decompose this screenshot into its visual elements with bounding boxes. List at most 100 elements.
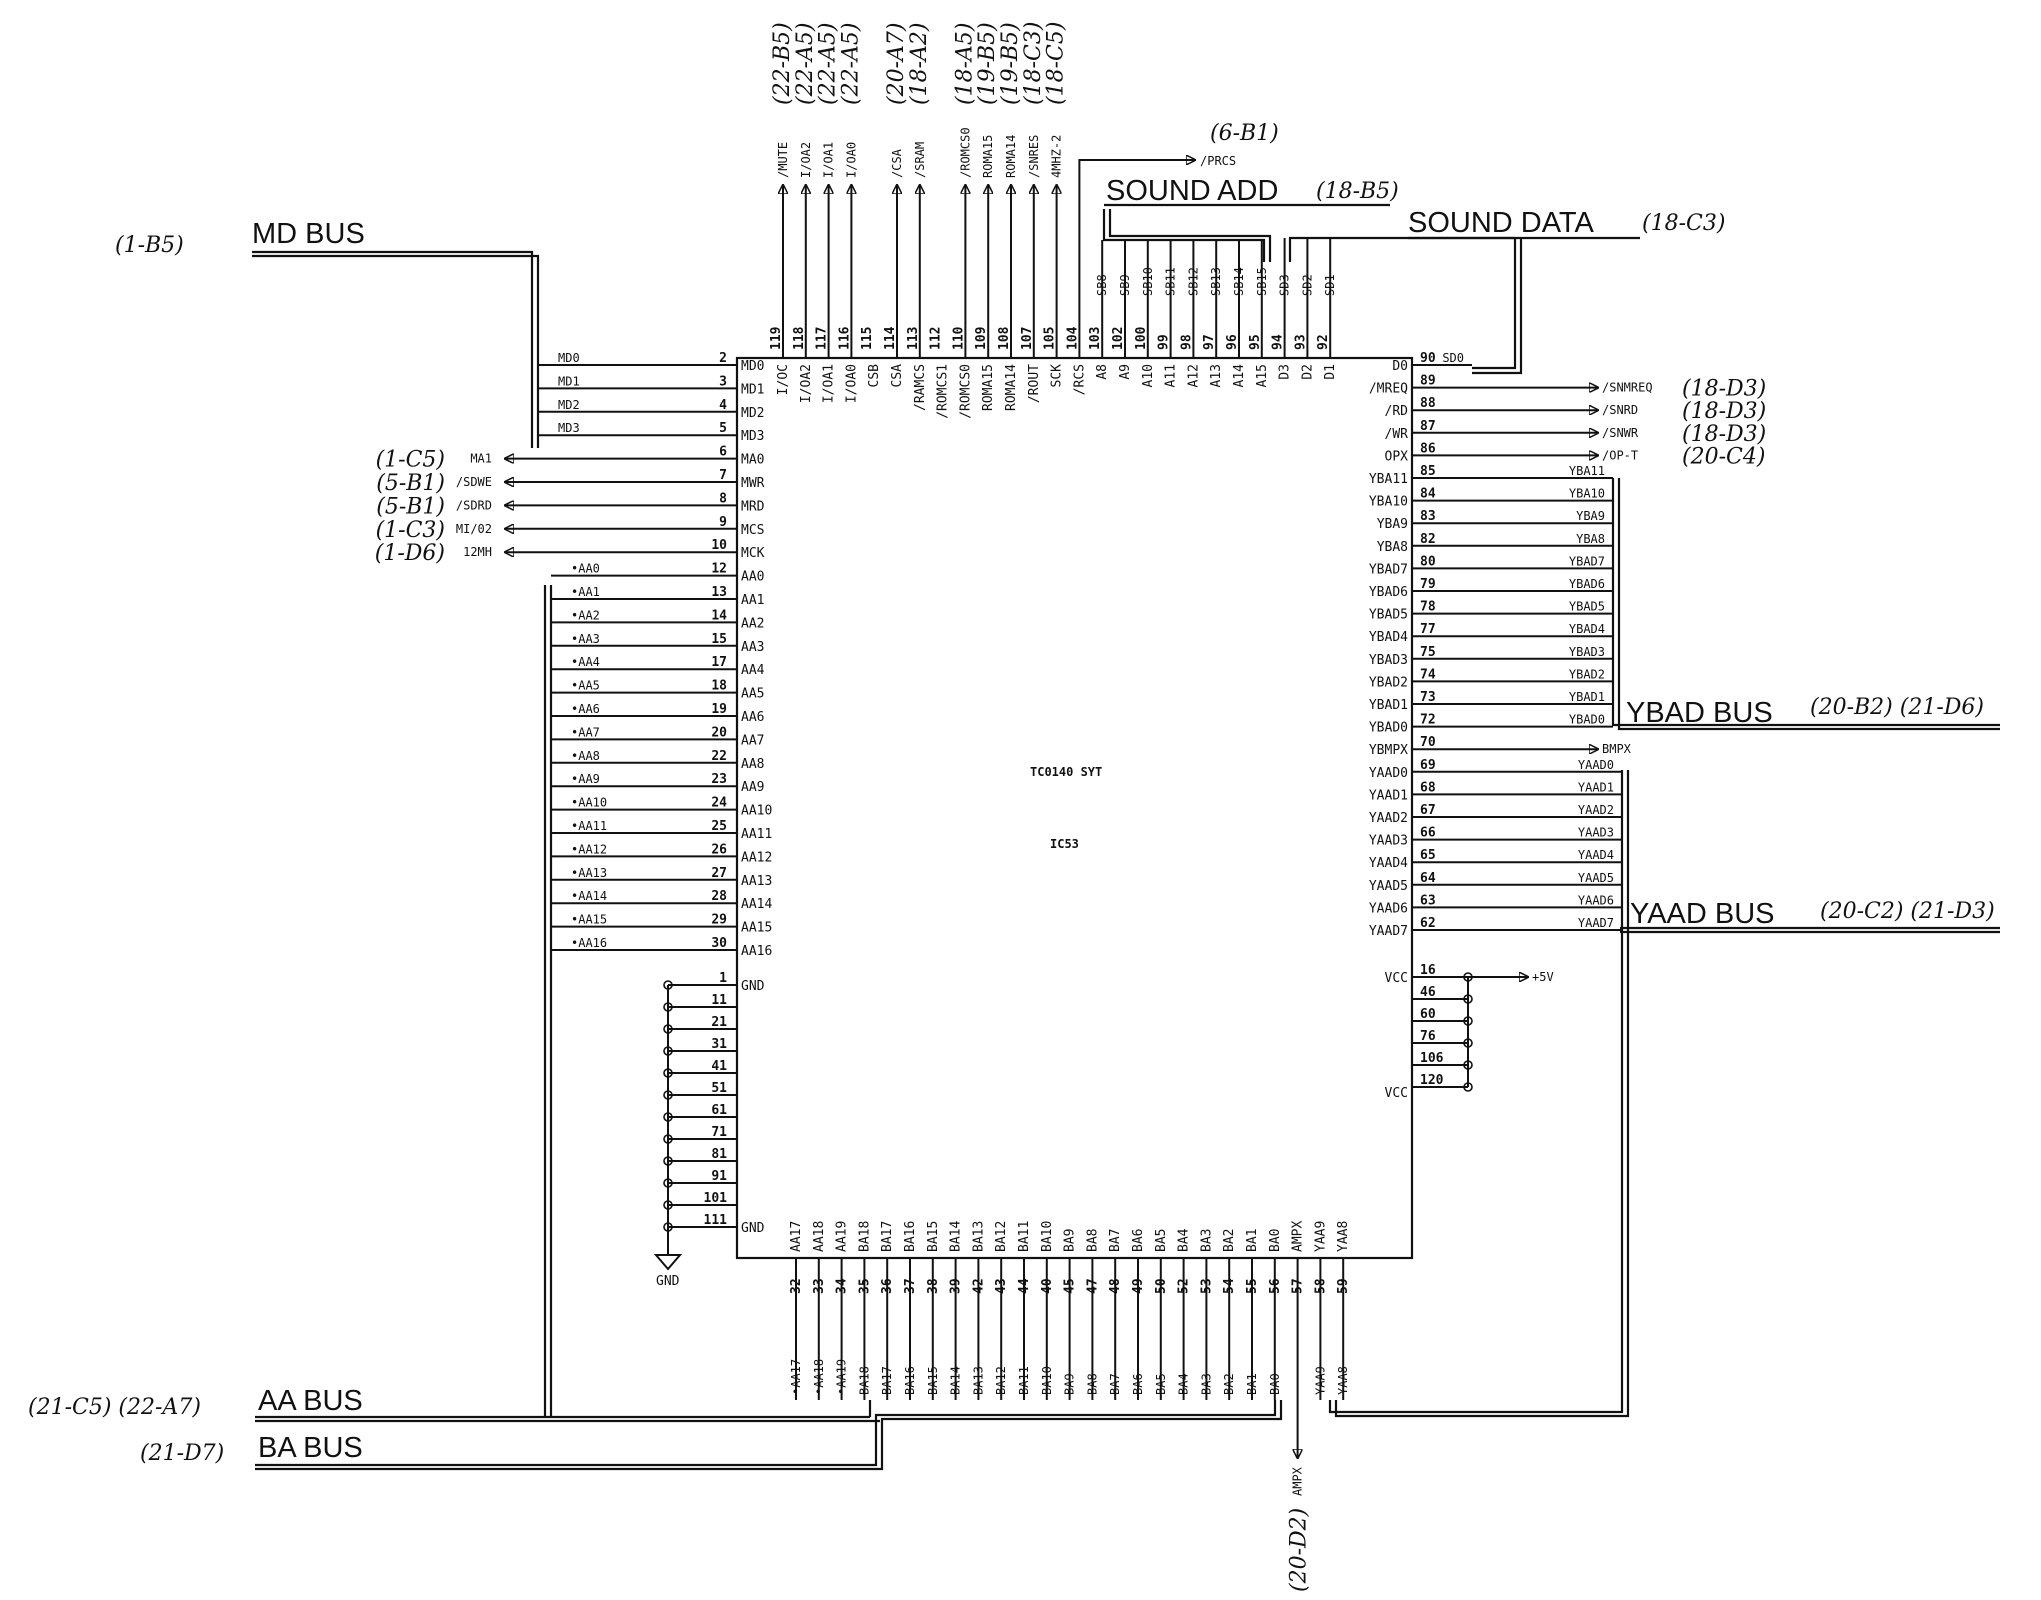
yaad-bus-ref: (20-C2) (21-D3) xyxy=(1820,899,1995,924)
gnd-pin-101: 101 xyxy=(663,1191,737,1210)
junction-dot xyxy=(663,1068,673,1078)
pin-name: AA15 xyxy=(741,921,772,936)
pin-name: YAA9 xyxy=(1313,1221,1328,1252)
pin-number: 64 xyxy=(1420,871,1436,886)
ybad-bus-label: YBAD BUS xyxy=(1626,697,1773,729)
sheet-ref: (19-B5) xyxy=(975,22,1000,105)
pin-name: A9 xyxy=(1118,364,1133,380)
signal-label: YBA11 xyxy=(1569,464,1605,478)
signal-label: I/OA1 xyxy=(822,142,836,178)
gnd-pin-111: 111 xyxy=(663,1213,737,1232)
signal-label: •AA6 xyxy=(571,702,600,716)
pin-number: 103 xyxy=(1088,327,1103,350)
signal-label: BA2 xyxy=(1222,1373,1236,1395)
ba-bus-ref: (21-D7) xyxy=(140,1441,224,1466)
signal-label: /SNRES xyxy=(1027,135,1041,178)
junction-dot xyxy=(663,1046,673,1056)
signal-label: •AA3 xyxy=(571,632,600,646)
pin-name: D3 xyxy=(1278,364,1293,380)
signal-label: •AA1 xyxy=(571,585,600,599)
pin-name: AA4 xyxy=(741,663,765,678)
pin-number: 9 xyxy=(719,515,727,530)
pin-number: 20 xyxy=(711,725,727,740)
pin-name: YBAD0 xyxy=(1369,721,1408,736)
signal-label: SB15 xyxy=(1255,267,1269,296)
gnd-pin-81: 81 xyxy=(663,1147,737,1166)
pin-name: AA2 xyxy=(741,616,764,631)
pin-number: 63 xyxy=(1420,893,1436,908)
signal-label: MD3 xyxy=(558,421,580,435)
junction-dot xyxy=(663,1090,673,1100)
ybad-bus-ref: (20-B2) (21-D6) xyxy=(1810,695,1984,720)
pin-name: D0 xyxy=(1392,359,1408,374)
signal-label: BA12 xyxy=(994,1366,1008,1395)
gnd-pin-61: 61 xyxy=(663,1103,737,1122)
pin-name: YBAD4 xyxy=(1369,630,1408,645)
signal-label: BA16 xyxy=(903,1366,917,1395)
pin-number: 89 xyxy=(1420,374,1436,389)
pin-name: BA9 xyxy=(1063,1229,1078,1252)
pin-name: BA2 xyxy=(1222,1229,1237,1252)
pin-number: 12 xyxy=(711,562,727,577)
signal-label: ROMA15 xyxy=(981,135,995,178)
pin-name: YBA8 xyxy=(1377,540,1408,555)
pin-name: D1 xyxy=(1323,364,1338,380)
junction-dot xyxy=(663,1002,673,1012)
pin-number: 86 xyxy=(1420,441,1436,456)
pin-number: 25 xyxy=(711,819,727,834)
signal-label: MD2 xyxy=(558,398,580,412)
signal-label: I/OA2 xyxy=(799,142,813,178)
signal-label: MA1 xyxy=(470,452,492,466)
sound-add-bus-label: SOUND ADD xyxy=(1106,175,1278,207)
pin-number: 92 xyxy=(1316,334,1331,350)
pin-name: BA3 xyxy=(1199,1229,1214,1252)
pin-number: 87 xyxy=(1420,419,1436,434)
pin-name: I/OA2 xyxy=(799,364,814,403)
pin-number: 65 xyxy=(1420,848,1436,863)
sheet-ref: (22-A5) xyxy=(838,23,863,105)
pin-name: A15 xyxy=(1255,364,1270,387)
junction-dot xyxy=(663,1156,673,1166)
signal-label: •AA13 xyxy=(571,866,607,880)
pin-name: MA0 xyxy=(741,453,764,468)
pin-name: MWR xyxy=(741,476,765,491)
right-pin-89: 89/MREQ/SNMREQ(18-D3) xyxy=(1369,374,1766,402)
pin-name: AA13 xyxy=(741,874,772,889)
pin-name: A10 xyxy=(1141,364,1156,387)
pin-number: 85 xyxy=(1420,464,1436,479)
pin-number: 118 xyxy=(792,326,807,350)
pin-name: BA16 xyxy=(903,1221,918,1252)
signal-label: •AA18 xyxy=(812,1359,826,1395)
pin-number: 108 xyxy=(997,326,1012,350)
pin-number: 113 xyxy=(906,327,921,350)
sound-data-bus: SOUND DATA (18-C3) xyxy=(1288,207,1725,375)
signal-label: •AA7 xyxy=(571,725,600,739)
pin-number: 81 xyxy=(711,1147,727,1162)
yaad-bus: YAAD BUS (20-C2) (21-D3) xyxy=(1328,770,2000,1418)
